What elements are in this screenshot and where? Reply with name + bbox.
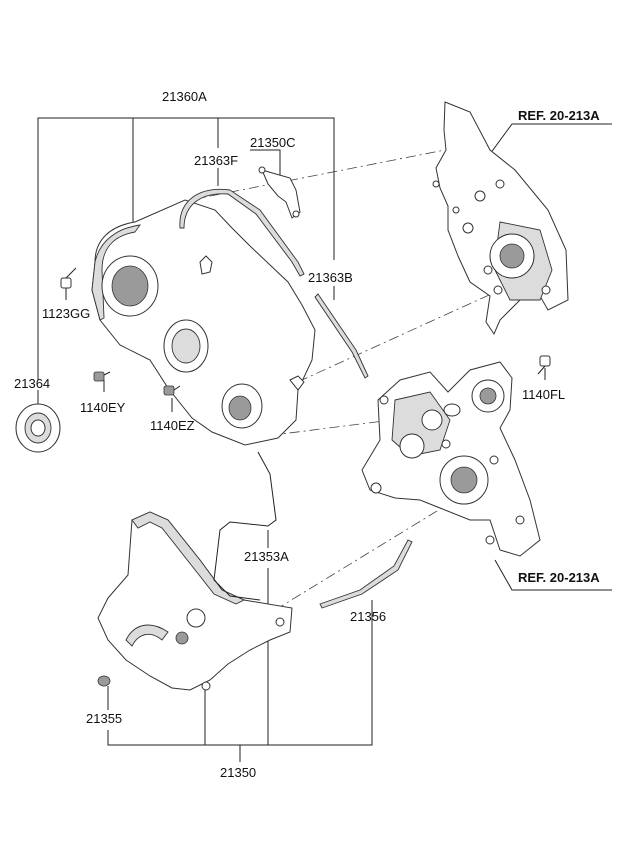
gasket-21353A [213, 451, 277, 601]
seal-strip-21363F [179, 188, 305, 277]
seal-strip-21356 [319, 539, 413, 609]
engine-block-top [432, 101, 569, 336]
ref-label-bottom: REF. 20-213A [518, 570, 600, 585]
bolt-1123GG [60, 267, 77, 289]
bolt-1140EY [93, 371, 111, 382]
seal-strip-21363B [314, 293, 369, 379]
upper-timing-cover [91, 199, 316, 446]
plug-21355 [97, 675, 111, 687]
label-1123GG: 1123GG [42, 306, 90, 321]
label-1140EZ: 1140EZ [150, 418, 195, 433]
bolt-1140EZ [163, 385, 181, 396]
bolt-1140FL [537, 355, 551, 375]
lower-timing-cover [97, 511, 293, 691]
label-21350C: 21350C [250, 135, 296, 150]
oil-seal-21364 [15, 403, 61, 453]
ref-label-top: REF. 20-213A [518, 108, 600, 123]
label-21360A: 21360A [162, 89, 207, 104]
label-21363F: 21363F [194, 153, 238, 168]
label-21350: 21350 [220, 765, 256, 780]
part-21350C [258, 166, 301, 219]
label-21363B: 21363B [308, 270, 353, 285]
label-1140FL: 1140FL [522, 387, 565, 402]
part-labels: 21360A 21350C 21363F 21363B 1123GG 21364… [14, 89, 600, 780]
label-21353A: 21353A [244, 549, 289, 564]
label-21355: 21355 [86, 711, 122, 726]
label-21364: 21364 [14, 376, 50, 391]
label-21356: 21356 [350, 609, 386, 624]
engine-block-middle [361, 361, 541, 557]
label-1140EY: 1140EY [80, 400, 126, 415]
leader-lines [37, 117, 612, 762]
